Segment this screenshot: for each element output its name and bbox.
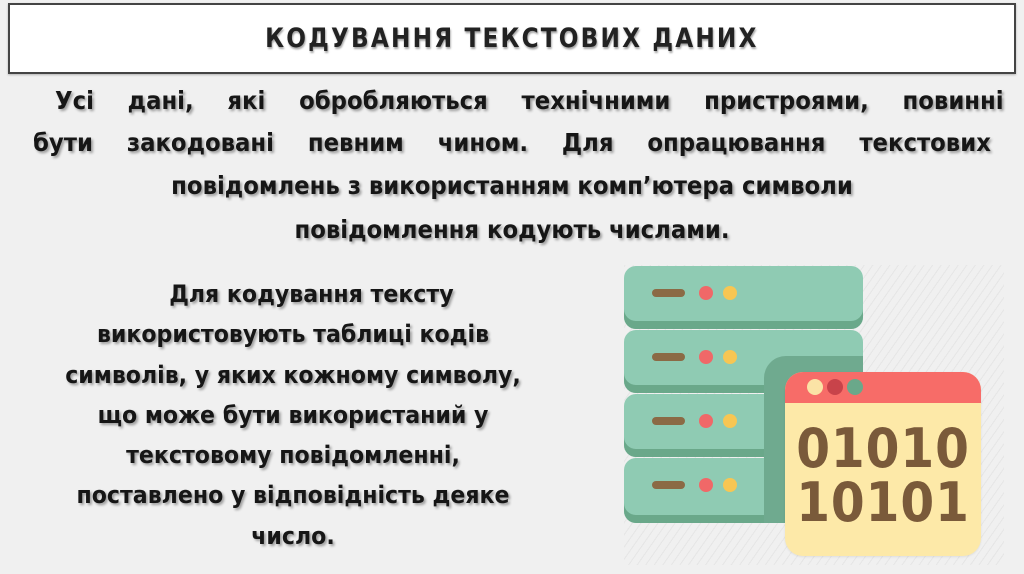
drive-slot-icon [652, 289, 685, 297]
window-dot-icon [827, 379, 843, 395]
status-light-red-icon [699, 286, 713, 300]
drive-slot-icon [652, 353, 685, 361]
encoding-line: текстовому повідомленні, [126, 441, 460, 470]
status-light-red-icon [699, 478, 713, 492]
drive-slot-icon [652, 481, 685, 489]
status-light-yellow-icon [723, 286, 737, 300]
intro-line: бути закодовані певним чином. Для опрацю… [33, 128, 991, 157]
encoding-line: використовують таблиці кодів [96, 320, 490, 349]
intro-line: повідомлення кодують числами. [294, 215, 730, 244]
drive-slot-icon [652, 417, 685, 425]
status-light-yellow-icon [723, 478, 737, 492]
intro-line: Усі дані, які обробляються технічними пр… [55, 86, 1004, 115]
status-light-yellow-icon [723, 350, 737, 364]
slide-title: КОДУВАННЯ ТЕКСТОВИХ ДАНИХ [265, 23, 759, 54]
encoding-line: що може бути використаний у [97, 400, 489, 429]
status-light-red-icon [699, 350, 713, 364]
encoding-line: поставлено у відповідність деяке [76, 481, 510, 510]
binary-line: 01010 [796, 417, 970, 480]
encoding-line: символів, у яких кожному символу, [65, 360, 521, 389]
server-binary-icon: 01010 10101 [600, 255, 1024, 574]
encoding-line: Для кодування тексту [169, 280, 454, 308]
window-dot-icon [807, 379, 823, 395]
status-light-red-icon [699, 414, 713, 428]
encoding-paragraph: Для кодування тексту використовують табл… [8, 274, 578, 556]
binary-window-icon: 01010 10101 [785, 372, 981, 556]
server-unit-icon [624, 266, 863, 329]
intro-line: повідомлень з використанням комп’ютера с… [171, 171, 853, 200]
encoding-line: число. [251, 521, 335, 550]
status-light-yellow-icon [723, 414, 737, 428]
title-box: КОДУВАННЯ ТЕКСТОВИХ ДАНИХ [8, 3, 1016, 74]
window-dot-icon [847, 379, 863, 395]
binary-line: 10101 [796, 471, 970, 534]
